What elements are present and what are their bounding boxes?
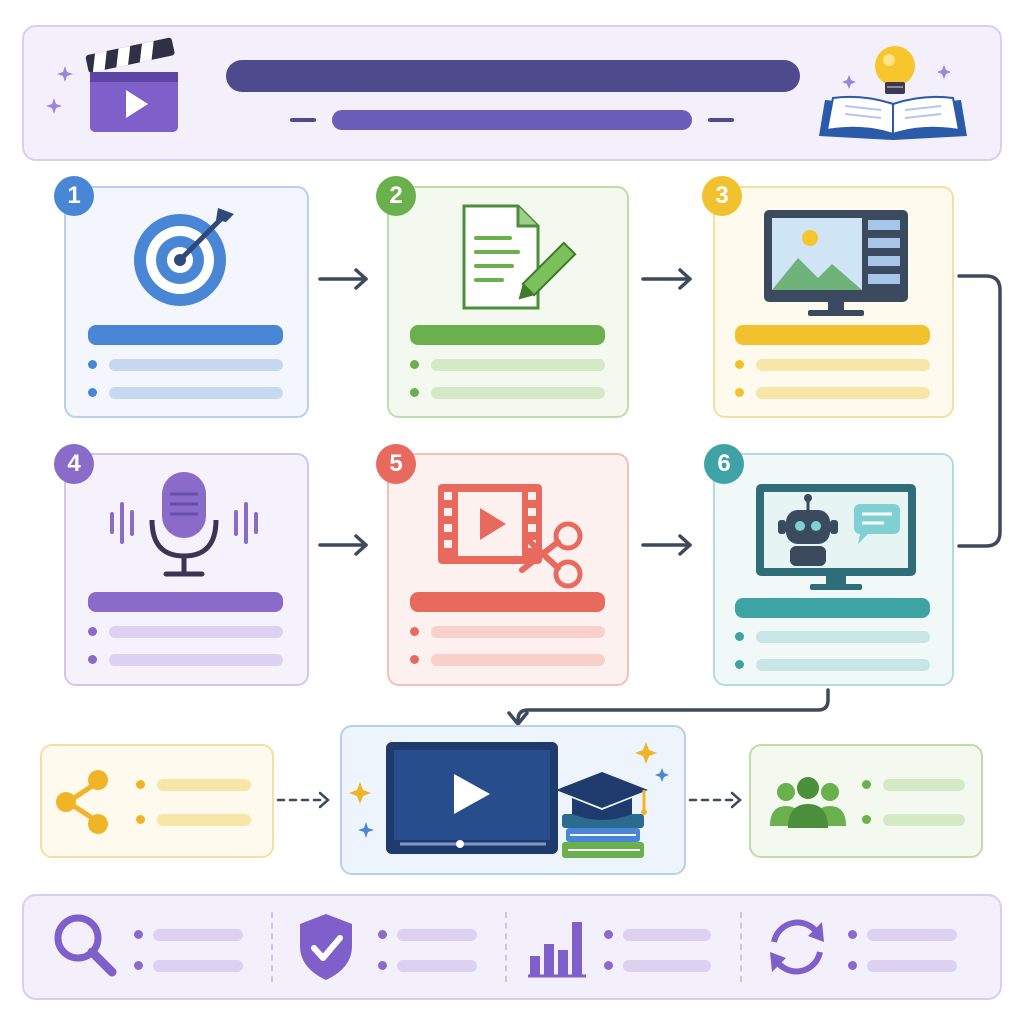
step-badge-3: 3: [702, 176, 742, 216]
text-line: [431, 387, 605, 399]
bullet: [735, 660, 744, 669]
text-line: [397, 929, 477, 941]
text-line: [756, 387, 930, 399]
sparkle-icon: [46, 98, 62, 114]
community-card: [749, 744, 983, 858]
step-3-title-bar: [735, 325, 930, 345]
bullet: [410, 388, 419, 397]
step-badge-5: 5: [376, 444, 416, 484]
bullet: [378, 961, 387, 970]
film-scissors-icon: [438, 484, 583, 589]
refresh-cycle-icon: [770, 919, 824, 975]
bullet: [735, 388, 744, 397]
step-badge-1: 1: [54, 176, 94, 216]
text-line: [157, 814, 251, 826]
bullet: [88, 360, 97, 369]
bar-chart-icon: [528, 922, 586, 978]
text-line: [431, 654, 605, 666]
text-line: [867, 929, 957, 941]
monitor-image-icon: [764, 210, 908, 316]
text-line: [109, 359, 283, 371]
bullet: [134, 961, 143, 970]
bullet: [604, 961, 613, 970]
target-icon: [134, 208, 234, 306]
text-line: [756, 659, 930, 671]
clapperboard-icon: [85, 37, 178, 132]
bullet: [862, 780, 871, 789]
step-badge-6: 6: [704, 444, 744, 484]
footer-panel: [22, 894, 1002, 1000]
document-pencil-icon: [462, 204, 577, 310]
shield-check-icon: [300, 914, 352, 980]
bullet: [378, 930, 387, 939]
step-badge-4: 4: [54, 444, 94, 484]
text-line: [153, 929, 243, 941]
users-group-icon: [770, 777, 846, 828]
bullet: [136, 780, 145, 789]
header-subtitle-bar: [332, 110, 692, 130]
header-dash-left: [290, 118, 316, 122]
microphone-icon: [110, 472, 258, 577]
bullet: [410, 655, 419, 664]
header-banner: [22, 25, 1002, 161]
step-4-title-bar: [88, 592, 283, 612]
text-line: [109, 387, 283, 399]
text-line: [109, 654, 283, 666]
header-dash-right: [708, 118, 734, 122]
share-card: [40, 744, 274, 858]
magnifier-icon: [54, 914, 117, 977]
bullet: [88, 655, 97, 664]
text-line: [756, 359, 930, 371]
bullet: [848, 961, 857, 970]
step-badge-2: 2: [376, 176, 416, 216]
sparkle-icon: [842, 75, 856, 89]
text-line: [883, 814, 965, 826]
bullet: [88, 627, 97, 636]
header-title-bar: [226, 60, 800, 92]
video-player-graduation-icon: [349, 742, 669, 858]
text-line: [623, 929, 711, 941]
bullet: [862, 815, 871, 824]
text-line: [756, 631, 930, 643]
monitor-robot-icon: [756, 484, 916, 590]
bullet: [136, 815, 145, 824]
text-line: [867, 960, 957, 972]
open-book-lightbulb-icon: [819, 46, 967, 140]
step-2-title-bar: [410, 325, 605, 345]
text-line: [431, 359, 605, 371]
footer-divider: [505, 912, 507, 982]
text-line: [109, 626, 283, 638]
text-line: [431, 626, 605, 638]
text-line: [883, 779, 965, 791]
step-5-title-bar: [410, 592, 605, 612]
step-6-title-bar: [735, 598, 930, 618]
bullet: [410, 360, 419, 369]
bullet: [735, 632, 744, 641]
share-icon: [56, 770, 108, 834]
text-line: [397, 960, 477, 972]
bullet: [604, 930, 613, 939]
step-1-title-bar: [88, 325, 283, 345]
text-line: [153, 960, 243, 972]
bullet: [88, 388, 97, 397]
bullet: [410, 627, 419, 636]
bullet: [735, 360, 744, 369]
bullet: [848, 930, 857, 939]
text-line: [157, 779, 251, 791]
footer-divider: [740, 912, 742, 982]
sparkle-icon: [57, 66, 73, 82]
text-line: [623, 960, 711, 972]
bullet: [134, 930, 143, 939]
footer-divider: [271, 912, 273, 982]
sparkle-icon: [937, 65, 951, 79]
